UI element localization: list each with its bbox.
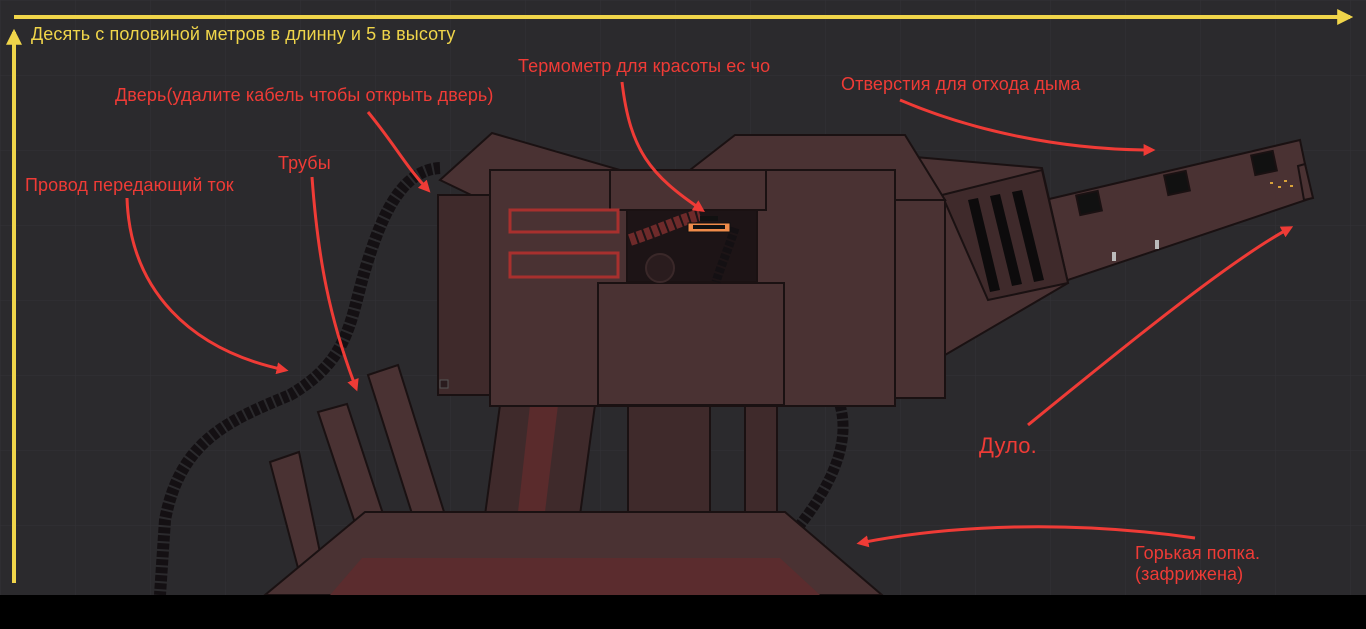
power-cable-2[interactable] — [795, 403, 849, 529]
game-viewport[interactable]: Десять с половиной метров в длинну и 5 в… — [0, 0, 1366, 595]
interior-window — [626, 209, 758, 284]
door-hinge — [439, 379, 449, 389]
arrow-hopper — [856, 525, 1196, 548]
door-annotation: Дверь(удалите кабель чтобы открыть дверь… — [115, 85, 494, 105]
bottom-bar — [0, 595, 1366, 629]
arrow-wire — [125, 197, 289, 375]
annotation-arrows — [125, 81, 1294, 548]
barrel-details — [1270, 180, 1293, 188]
wire-annotation: Провод передающий ток — [25, 175, 234, 195]
scene-canvas — [0, 0, 1366, 595]
pipes-annotation: Трубы — [278, 153, 331, 173]
vent-slots — [968, 190, 1044, 292]
hopper[interactable] — [263, 511, 884, 595]
main-body[interactable] — [437, 131, 947, 407]
red-panels — [508, 208, 620, 279]
smoke-holes-annotation: Отверстия для отхода дыма — [841, 74, 1081, 94]
thermometer[interactable] — [687, 216, 731, 233]
arrow-thermometer — [620, 81, 705, 213]
arrow-pipes — [310, 176, 359, 392]
arrow-barrel — [1027, 226, 1294, 427]
support-leg-inner — [518, 405, 558, 512]
dimensions-label: Десять с половиной метров в длинну и 5 в… — [31, 24, 456, 44]
arrow-door — [366, 111, 431, 193]
power-cable[interactable] — [154, 162, 441, 595]
pipes[interactable] — [268, 363, 447, 570]
barrel-bolts — [1112, 240, 1159, 261]
arrow-smoke — [899, 98, 1156, 156]
thermometer-annotation: Термометр для красоты ес чо — [518, 56, 771, 76]
hopper-annotation: Горькая попка. (зафрижена) — [1135, 543, 1261, 584]
barrel-annotation: Дуло. — [979, 433, 1037, 458]
